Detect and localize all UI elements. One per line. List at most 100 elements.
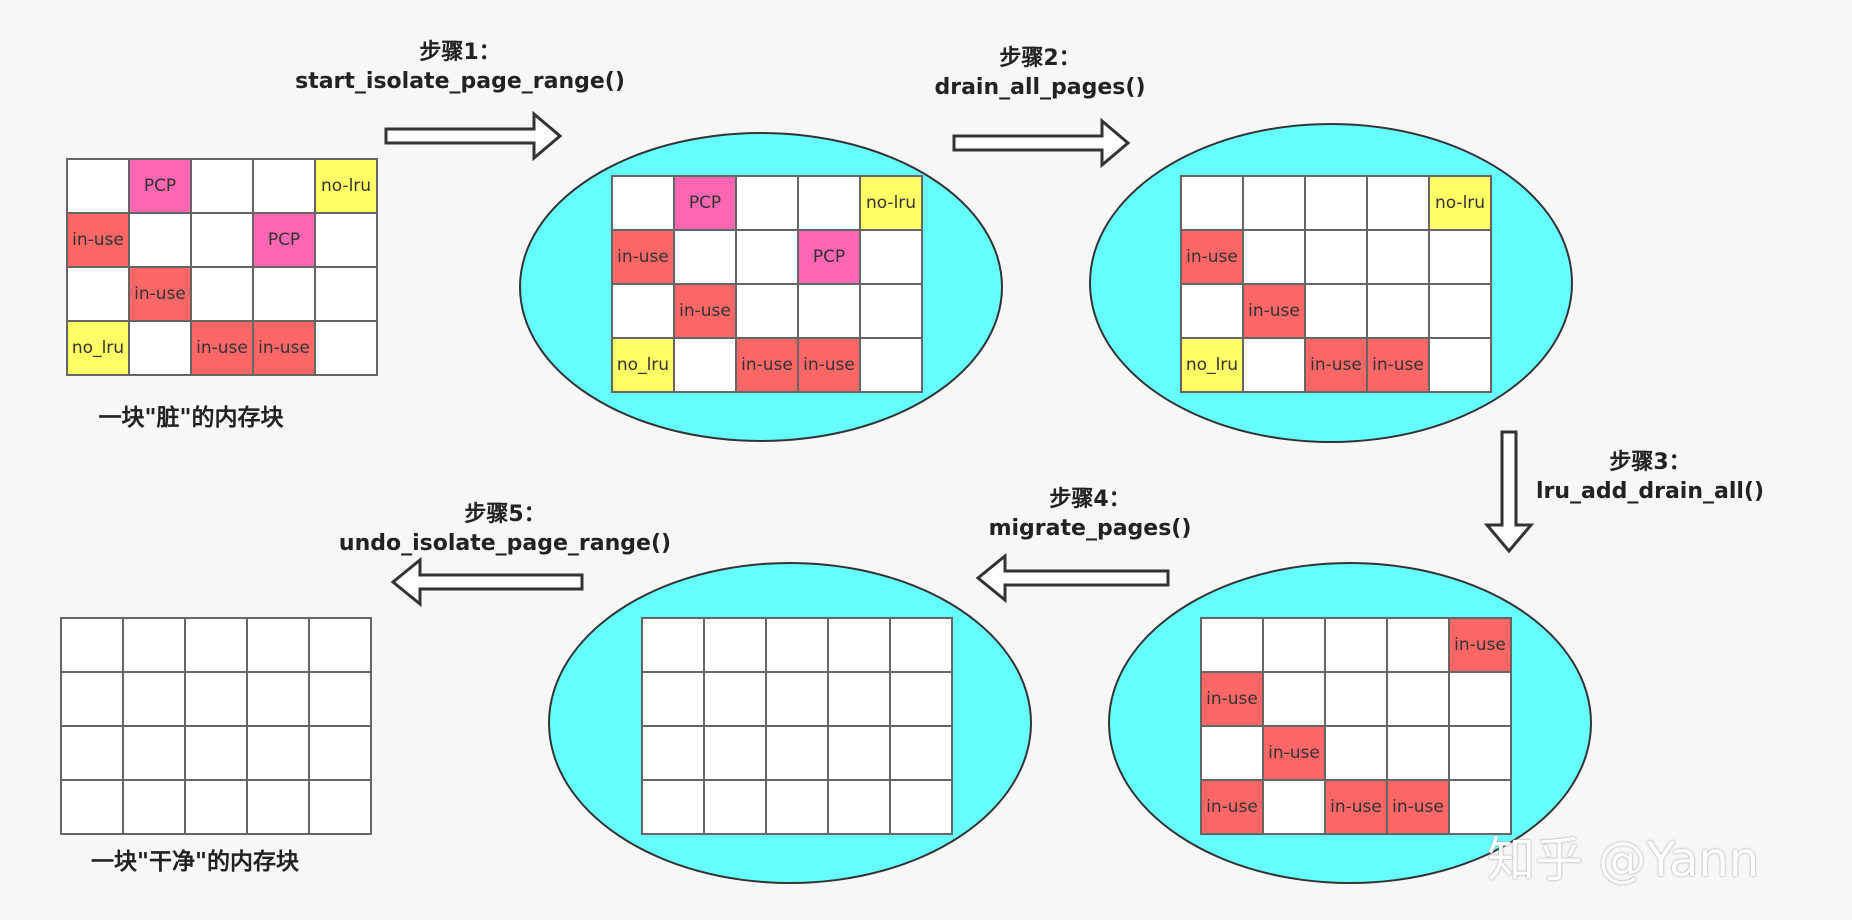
clean-block-caption: 一块"干净"的内存块 xyxy=(91,849,299,875)
page-cell-free xyxy=(1368,177,1430,231)
step3-arrow-down xyxy=(1484,430,1534,554)
page-cell-in-use: in-use xyxy=(68,214,130,268)
page-cell-in-use: in-use xyxy=(1182,231,1244,285)
page-cell-free xyxy=(861,339,923,393)
page-cell-free xyxy=(643,727,705,781)
page-cell-free xyxy=(248,727,310,781)
page-cell-free xyxy=(1202,727,1264,781)
page-cell-free xyxy=(62,619,124,673)
page-cell-pcp: PCP xyxy=(130,160,192,214)
step4-title: 步骤4： xyxy=(1049,487,1131,512)
page-cell-free xyxy=(68,160,130,214)
page-cell-free xyxy=(316,268,378,322)
page-cell-pcp: PCP xyxy=(675,177,737,231)
page-cell-free xyxy=(192,214,254,268)
page-cell-free xyxy=(248,619,310,673)
page-cell-free xyxy=(1430,339,1492,393)
page-cell-free xyxy=(1202,619,1264,673)
page-cell-free xyxy=(1388,619,1450,673)
page-cell-in-use: in-use xyxy=(1202,673,1264,727)
page-cell-in-use: in-use xyxy=(1202,781,1264,835)
page-cell-in-use: in-use xyxy=(1368,339,1430,393)
page-cell-free xyxy=(1306,285,1368,339)
step3-title: 步骤3： xyxy=(1609,450,1691,475)
page-cell-free xyxy=(643,673,705,727)
page-cell-in-use: in-use xyxy=(254,322,316,376)
page-cell-free xyxy=(192,160,254,214)
page-cell-free xyxy=(1264,673,1326,727)
step5-arrow-left xyxy=(390,557,584,607)
page-cell-free xyxy=(1182,285,1244,339)
page-cell-free xyxy=(1430,231,1492,285)
page-cell-no-lru: no-lru xyxy=(861,177,923,231)
page-cell-free xyxy=(1244,231,1306,285)
page-cell-no-lru: no_lru xyxy=(613,339,675,393)
page-cell-free xyxy=(130,322,192,376)
page-cell-free xyxy=(1244,339,1306,393)
memory-grid-clean xyxy=(60,617,372,835)
page-cell-free xyxy=(643,619,705,673)
step2-title: 步骤2： xyxy=(999,46,1081,71)
page-cell-free xyxy=(186,781,248,835)
page-cell-free xyxy=(186,673,248,727)
step1-arrow-right xyxy=(384,111,563,161)
page-cell-in-use: in-use xyxy=(192,322,254,376)
page-cell-free xyxy=(1388,673,1450,727)
page-cell-free xyxy=(310,619,372,673)
page-cell-free xyxy=(1450,727,1512,781)
dirty-block-caption: 一块"脏"的内存块 xyxy=(98,405,284,431)
page-cell-in-use: in-use xyxy=(1450,619,1512,673)
page-cell-free xyxy=(68,268,130,322)
step5-function: undo_isolate_page_range() xyxy=(338,531,672,556)
page-cell-free xyxy=(254,268,316,322)
step4-label: 步骤4： migrate_pages() xyxy=(960,485,1220,543)
page-cell-free xyxy=(316,322,378,376)
page-cell-free xyxy=(613,177,675,231)
page-cell-free xyxy=(675,231,737,285)
page-cell-pcp: PCP xyxy=(799,231,861,285)
page-cell-free xyxy=(310,781,372,835)
page-cell-in-use: in-use xyxy=(737,339,799,393)
page-cell-free xyxy=(1368,285,1430,339)
page-cell-free xyxy=(829,781,891,835)
page-cell-free xyxy=(1306,231,1368,285)
page-cell-in-use: in-use xyxy=(1306,339,1368,393)
step5-title: 步骤5： xyxy=(464,502,546,527)
page-cell-in-use: in-use xyxy=(675,285,737,339)
page-cell-free xyxy=(316,214,378,268)
page-cell-free xyxy=(1368,231,1430,285)
page-cell-no-lru: no_lru xyxy=(68,322,130,376)
page-cell-no-lru: no-lru xyxy=(316,160,378,214)
page-cell-free xyxy=(186,727,248,781)
page-cell-free xyxy=(705,619,767,673)
page-cell-in-use: in-use xyxy=(1244,285,1306,339)
memory-grid-step4 xyxy=(641,617,953,835)
page-cell-free xyxy=(705,727,767,781)
step1-title: 步骤1： xyxy=(419,40,501,65)
page-cell-free xyxy=(643,781,705,835)
page-cell-free xyxy=(861,231,923,285)
page-cell-free xyxy=(891,619,953,673)
page-cell-free xyxy=(62,781,124,835)
page-cell-free xyxy=(124,619,186,673)
page-cell-free xyxy=(1264,619,1326,673)
page-cell-in-use: in-use xyxy=(1388,781,1450,835)
page-cell-free xyxy=(737,231,799,285)
step2-label: 步骤2： drain_all_pages() xyxy=(900,44,1180,102)
step3-label: 步骤3： lru_add_drain_all() xyxy=(1520,448,1780,506)
page-cell-free xyxy=(310,727,372,781)
page-cell-free xyxy=(1306,177,1368,231)
page-cell-free xyxy=(248,673,310,727)
page-cell-no-lru: no_lru xyxy=(1182,339,1244,393)
page-cell-free xyxy=(799,285,861,339)
page-cell-in-use: in-use xyxy=(130,268,192,322)
page-cell-free xyxy=(829,673,891,727)
page-cell-free xyxy=(737,285,799,339)
page-cell-in-use: in-use xyxy=(1326,781,1388,835)
step3-function: lru_add_drain_all() xyxy=(1535,479,1765,504)
page-cell-free xyxy=(1326,727,1388,781)
page-cell-free xyxy=(186,619,248,673)
